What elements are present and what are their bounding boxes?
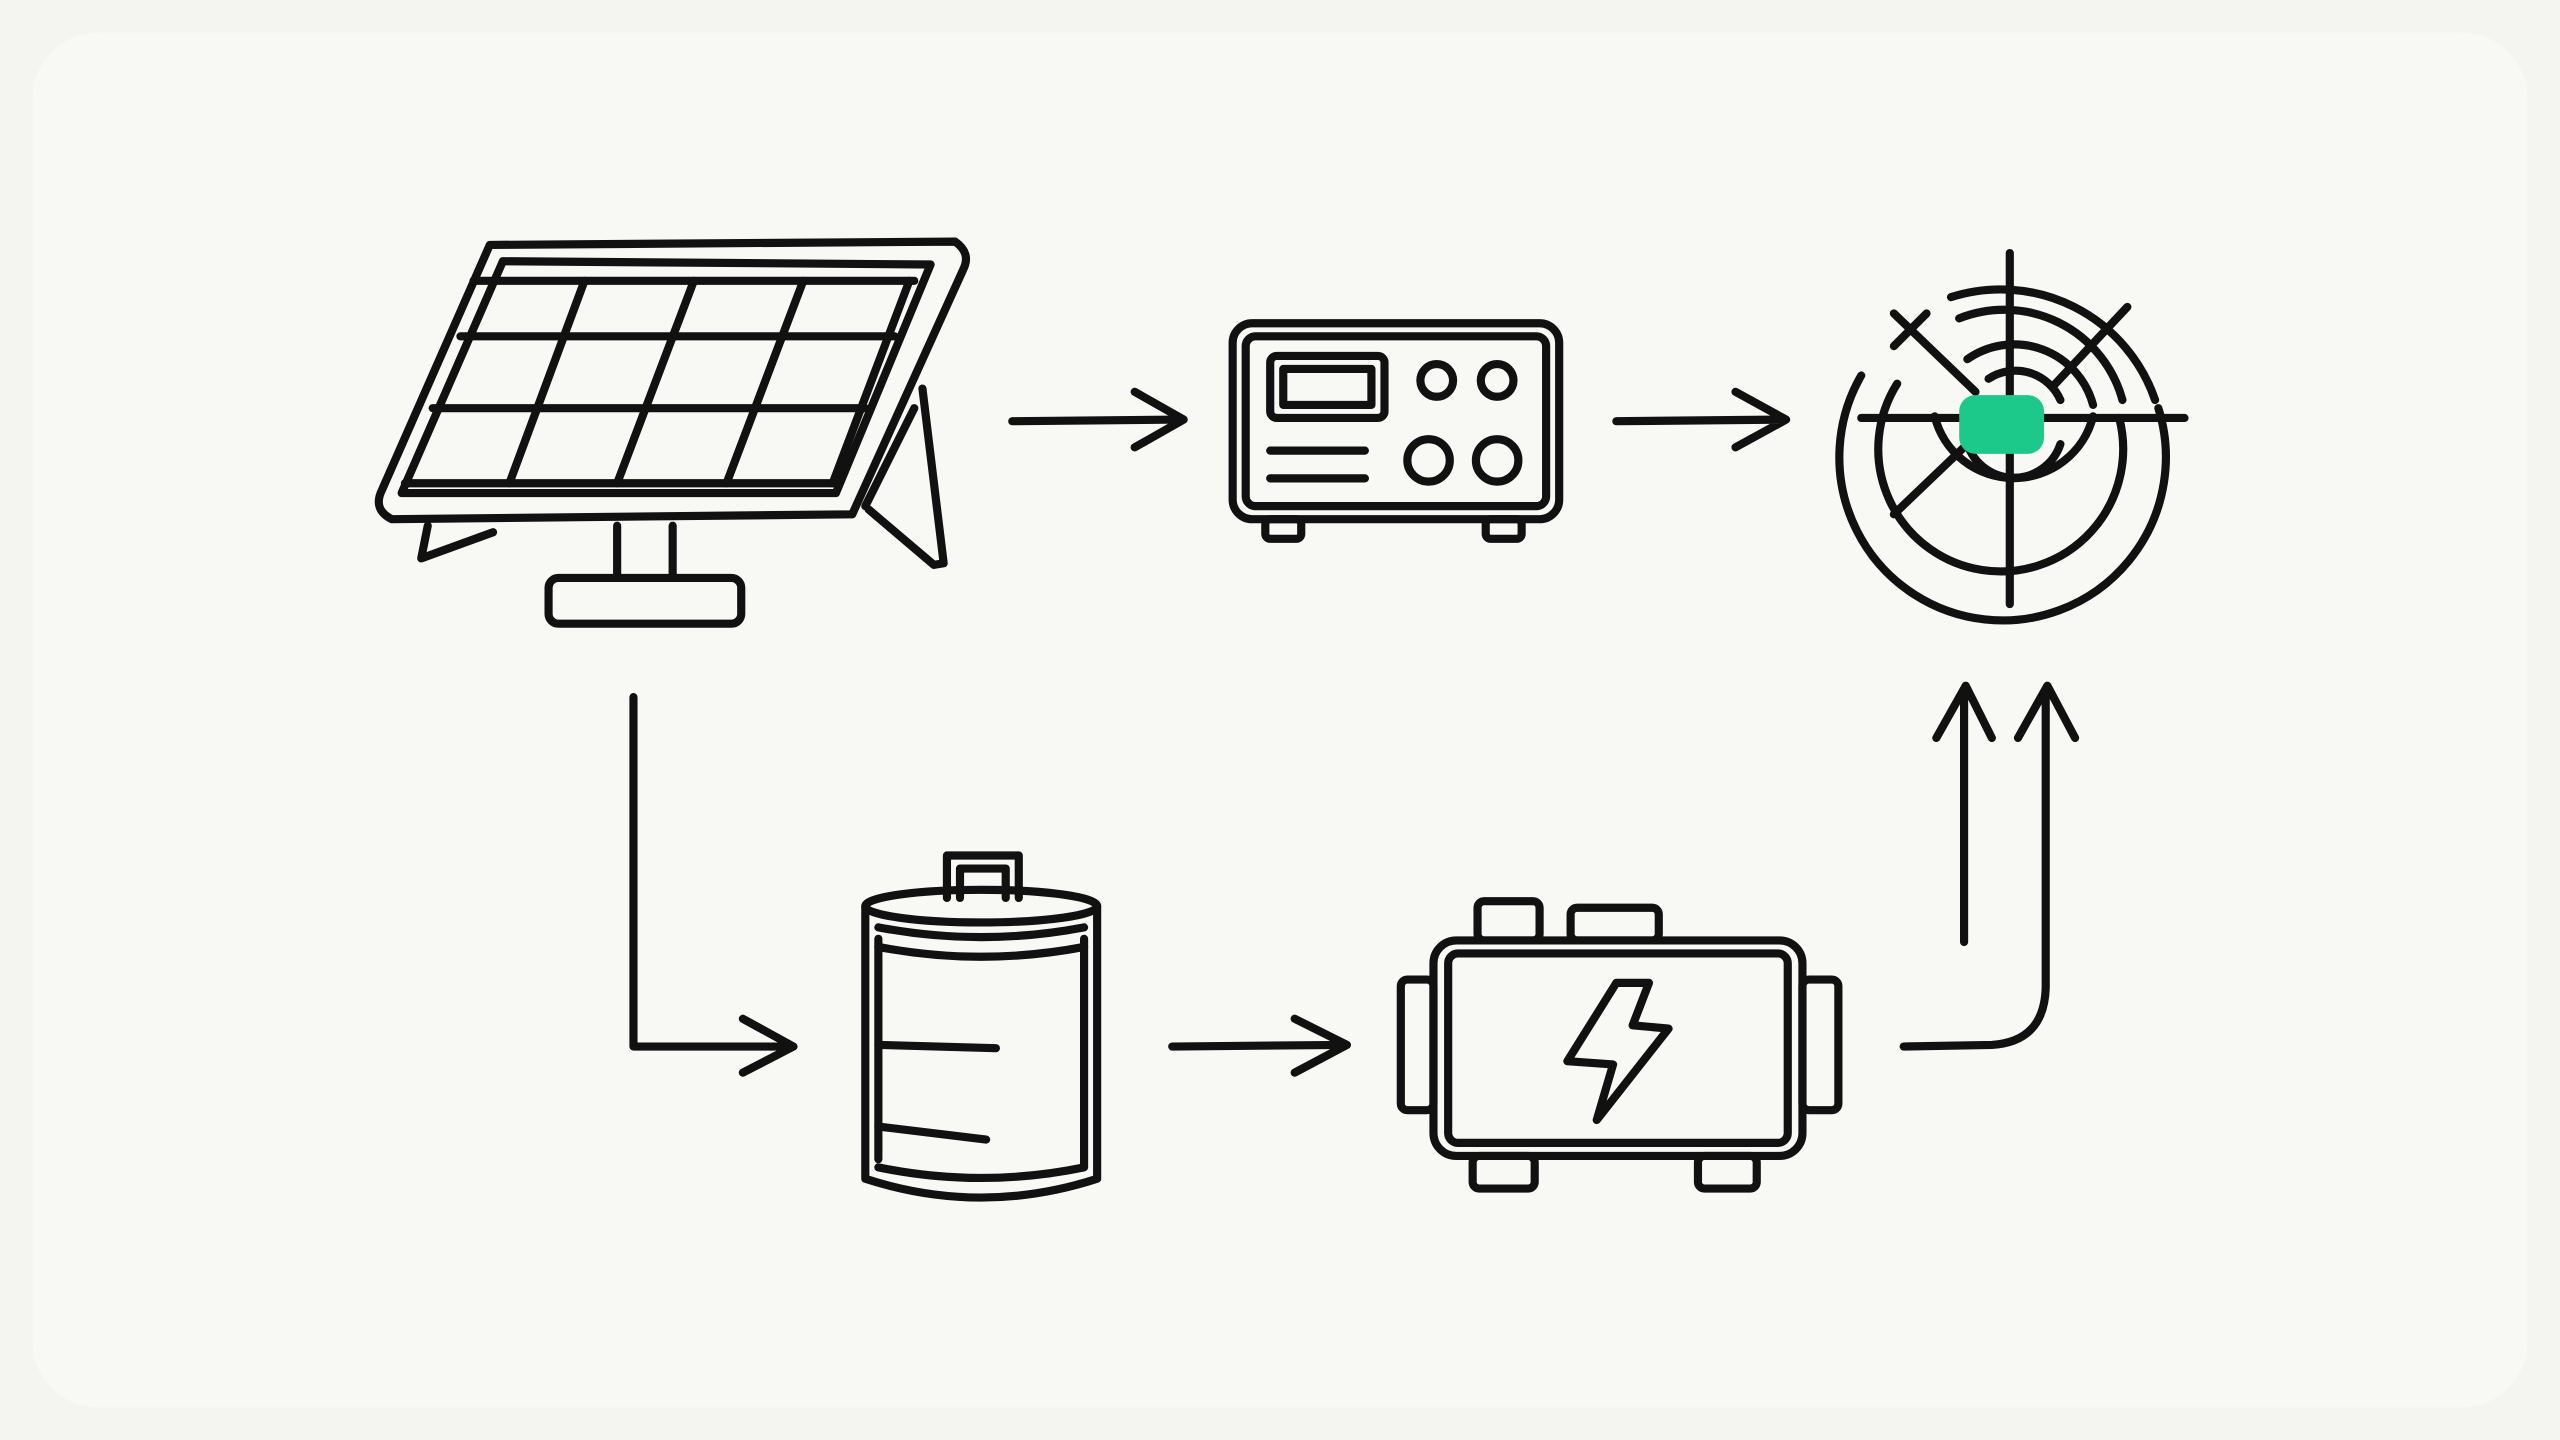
arrow-inverter-to-grid [1612, 387, 1791, 452]
accent-node [1959, 395, 2045, 454]
arrows-battery-to-grid [1899, 681, 2080, 1051]
inverter-icon [1228, 319, 1564, 543]
solar-panel-icon [374, 237, 971, 628]
grid-target-icon [1835, 248, 2189, 625]
cylinder-battery-icon [861, 851, 1102, 1202]
arrow-solar-to-inverter [1008, 387, 1188, 452]
arrow-storage-to-battery [1168, 1014, 1352, 1077]
battery-pack-icon [1396, 897, 1843, 1193]
arrow-solar-to-storage [629, 693, 798, 1077]
